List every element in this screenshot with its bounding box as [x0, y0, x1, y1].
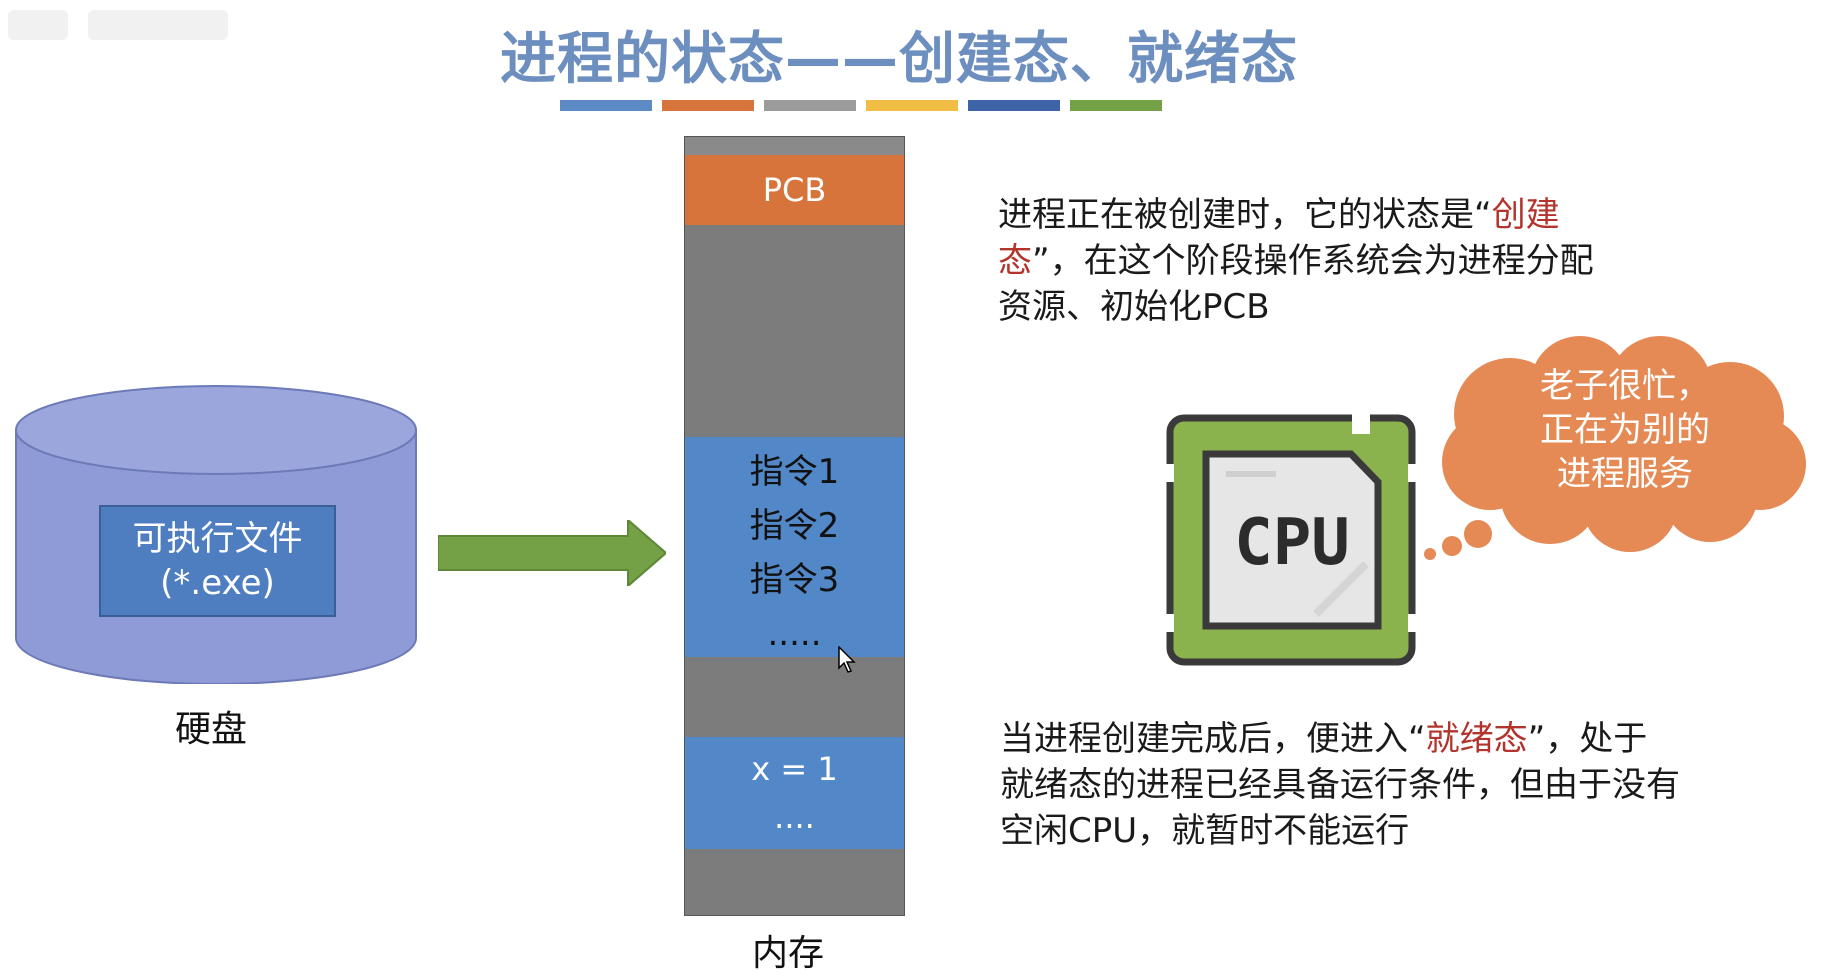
color-bar-gray: [764, 100, 856, 111]
mouse-cursor-icon: [838, 646, 856, 673]
data-block: x = 1 ....: [685, 737, 904, 849]
data-ellipsis: ....: [774, 798, 815, 836]
ready-desc-after: ”，处于就绪态的进程已经具备运行条件，但由于没有空闲CPU，就暂时不能运行: [1000, 719, 1680, 851]
memory-stack: PCB 指令1 指令2 指令3 ..... x = 1 ....: [684, 136, 905, 916]
executable-file-box: 可执行文件 (*.exe): [99, 505, 336, 617]
instruction-ellipsis: .....: [767, 614, 822, 654]
color-bar-yellow: [866, 100, 958, 111]
created-state-highlight: 创建态: [998, 195, 1560, 281]
instruction-block: 指令1 指令2 指令3 .....: [685, 437, 904, 657]
file-label: 可执行文件: [132, 519, 303, 559]
thought-line-2: 正在为别的: [1540, 410, 1710, 450]
data-x: x = 1: [751, 750, 838, 788]
ready-state-description: 当进程创建完成后，便进入“就绪态”，处于就绪态的进程已经具备运行条件，但由于没有…: [1000, 716, 1680, 854]
color-bar-green: [1070, 100, 1162, 111]
title-color-bars: [560, 100, 1172, 112]
thought-line-3: 进程服务: [1557, 454, 1693, 494]
pcb-block: PCB: [685, 155, 904, 225]
created-desc-before: 进程正在被创建时，它的状态是“: [998, 195, 1492, 235]
ready-desc-before: 当进程创建完成后，便进入“: [1000, 719, 1426, 759]
ready-state-highlight: 就绪态: [1425, 719, 1528, 759]
color-bar-navy: [968, 100, 1060, 111]
instruction-2: 指令2: [749, 506, 840, 546]
color-bar-blue: [560, 100, 652, 111]
created-state-description: 进程正在被创建时，它的状态是“创建态”，在这个阶段操作系统会为进程分配资源、初始…: [998, 192, 1618, 330]
cpu-icon: CPU: [1166, 414, 1416, 666]
created-desc-after: ”，在这个阶段操作系统会为进程分配资源、初始化PCB: [998, 241, 1594, 327]
instruction-1: 指令1: [749, 452, 840, 492]
memory-caption: 内存: [752, 933, 825, 974]
load-arrow-icon: [438, 520, 666, 586]
thought-text: 老子很忙， 正在为别的 进程服务: [1500, 364, 1750, 496]
memory-top-strip: [685, 137, 904, 155]
cpu-label: CPU: [1234, 506, 1350, 580]
thought-cloud: [1424, 336, 1806, 560]
disk-caption: 硬盘: [175, 709, 248, 750]
instruction-3: 指令3: [749, 560, 840, 600]
thought-line-1: 老子很忙，: [1540, 366, 1710, 406]
file-extension: (*.exe): [160, 563, 275, 603]
watermark-logo: [8, 10, 228, 40]
color-bar-orange: [662, 100, 754, 111]
